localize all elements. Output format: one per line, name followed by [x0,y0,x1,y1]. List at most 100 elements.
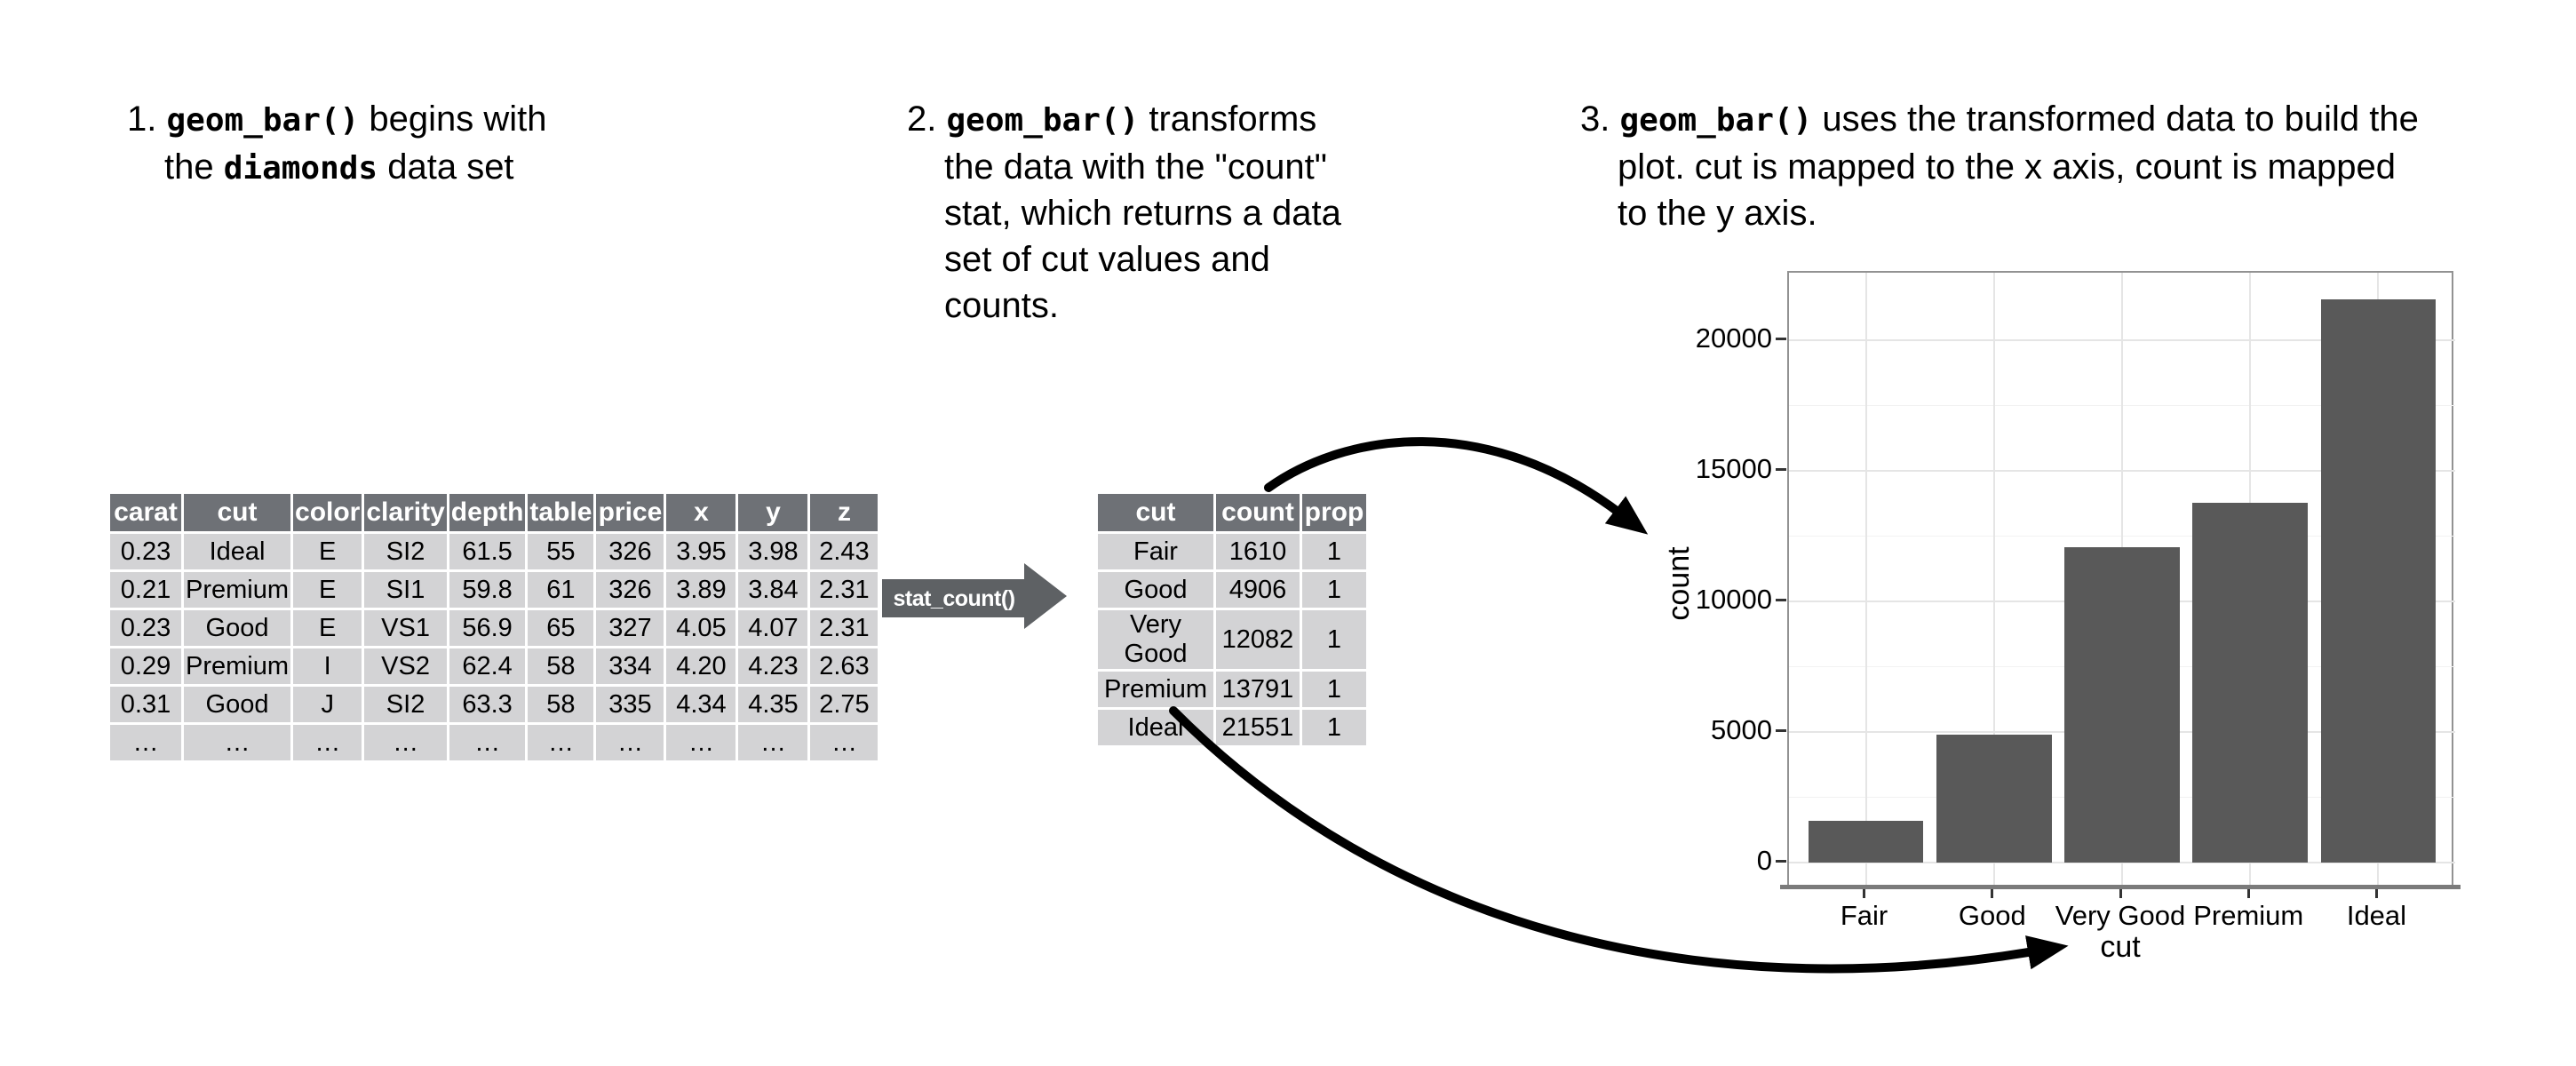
annotation-line: the data with the "count" [907,144,1341,190]
table-cell: Ideal [1098,710,1213,745]
table-cell: 0.23 [110,610,181,646]
table-cell: 0.31 [110,687,181,722]
table-cell: Premium [1098,672,1213,707]
bar-good [1936,734,2052,863]
text-segment: to the y axis. [1618,194,1817,233]
bar-premium [2192,502,2309,863]
annotation-line: to the y axis. [1580,190,2419,236]
table-cell: 4.23 [738,648,808,684]
text-segment: counts. [944,286,1059,325]
x-axis-tick-label: Ideal [2346,900,2407,931]
text-segment: begins with [359,99,547,139]
table-cell: 12082 [1216,610,1300,669]
table-header-cell: depth [449,494,526,531]
table-cell: E [293,534,362,569]
table-cell: 4906 [1216,572,1300,608]
table-cell: 58 [528,648,594,684]
text-segment: 1. [127,99,167,139]
x-axis-tick-label: Premium [2193,900,2304,931]
bar-fair [1808,820,1924,863]
table-cell: SI2 [364,534,447,569]
table-cell: SI1 [364,572,447,608]
table-cell: 56.9 [449,610,526,646]
table-cell: 2.63 [810,648,879,684]
table-cell: Ideal [184,534,291,569]
x-axis-tick [2246,889,2250,898]
x-axis-tick [2119,889,2122,898]
y-axis-tick-label: 0 [1756,845,1772,876]
table-cell: 4.05 [666,610,736,646]
table-cell: 1 [1302,710,1366,745]
table-cell: … [666,725,736,760]
annotation-line: plot. cut is mapped to the x axis, count… [1580,144,2419,190]
table-cell: 327 [596,610,664,646]
annotation-line: counts. [907,282,1341,329]
table-cell: 58 [528,687,594,722]
table-cell: Premium [184,572,291,608]
table-cell: SI2 [364,687,447,722]
table-cell: Good [184,610,291,646]
table-cell: … [449,725,526,760]
table-cell: J [293,687,362,722]
table-cell: Premium [184,648,291,684]
annotation-line: 3. geom_bar() uses the transformed data … [1580,96,2419,144]
y-axis-tick [1776,337,1786,340]
table-cell: 59.8 [449,572,526,608]
vertical-gridline [1992,273,1995,887]
annotation-line: 1. geom_bar() begins with [127,96,546,144]
table-cell: … [596,725,664,760]
step-1-annotation: 1. geom_bar() begins with the diamonds d… [127,96,546,192]
text-segment: data set [378,147,514,187]
x-axis-tick [2374,889,2378,898]
table-cell: … [810,725,879,760]
code-segment: diamonds [223,150,378,187]
table-cell: 4.07 [738,610,808,646]
annotation-line: 2. geom_bar() transforms [907,96,1341,144]
table-cell: 2.31 [810,572,879,608]
x-axis-tick-label: Very Good [2055,900,2186,931]
table-header-cell: color [293,494,362,531]
stat-count-arrow-shape [882,563,1067,629]
annotation-line: stat, which returns a data [907,190,1341,236]
table-cell: 1 [1302,672,1366,707]
table-cell: 0.21 [110,572,181,608]
table-header-cell: cut [1098,494,1213,531]
y-axis-tick [1776,728,1786,732]
x-axis-tick [1991,889,1994,898]
table-cell: 13791 [1216,672,1300,707]
table-header-cell: table [528,494,594,531]
x-axis-line [1780,885,2461,889]
table-header-cell: y [738,494,808,531]
table-cell: 2.43 [810,534,879,569]
table-cell: 2.31 [810,610,879,646]
table-cell: 4.20 [666,648,736,684]
y-axis-title: count [1662,546,1696,621]
table-row: ………………………… [110,725,879,760]
vertical-gridline [1864,273,1867,887]
chart-panel [1787,271,2455,888]
table-cell: 1 [1302,534,1366,569]
table-cell: … [364,725,447,760]
y-axis-tick-label: 10000 [1695,584,1772,615]
table-cell: 335 [596,687,664,722]
table-cell: 61 [528,572,594,608]
code-segment: geom_bar() [946,102,1140,139]
text-segment: uses the transformed data to build the [1812,99,2419,139]
table-cell: 0.29 [110,648,181,684]
text-segment: the [164,147,224,187]
table-cell: Fair [1098,534,1213,569]
text-segment: stat, which returns a data [944,194,1341,233]
table-cell: Very Good [1098,610,1213,669]
y-axis-tick [1776,467,1786,471]
table-cell: VS1 [364,610,447,646]
code-segment: geom_bar() [1619,102,1813,139]
table-cell: 3.98 [738,534,808,569]
table-cell: … [528,725,594,760]
table-cell: 334 [596,648,664,684]
